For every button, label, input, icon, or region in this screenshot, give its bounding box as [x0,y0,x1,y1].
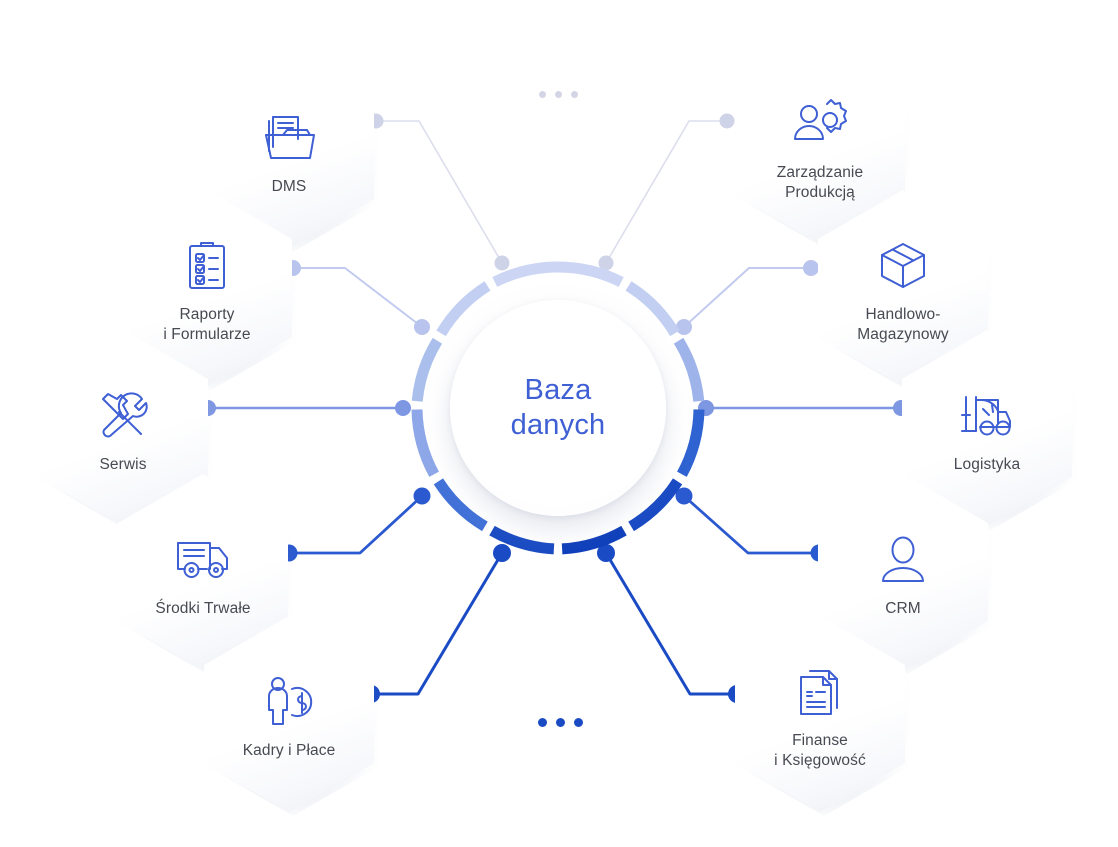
forklift-icon [956,386,1018,446]
center-title: Baza danych [510,373,606,441]
module-tile-kadry[interactable]: Kadry i Płace [204,616,374,812]
wire-endpoint-dot [494,255,510,271]
center-disc: Baza danych [450,300,666,516]
wire-serwis [200,400,411,416]
wire-kadry [362,544,511,703]
wire-endpoint-dot [413,487,431,505]
person-money-icon [258,672,320,732]
module-label: Środki Trwałe [155,599,251,617]
wire-endpoint-dot [676,319,692,335]
wire-finanse [597,544,746,703]
wire-endpoint-dot [803,260,819,276]
wire-endpoint-dot [719,113,735,129]
ellipsis-bottom-icon [538,718,583,727]
module-label: Finanse i Księgowość [774,731,866,769]
documents-icon [789,662,851,722]
module-label: Raporty i Formularze [163,305,251,343]
wire-endpoint-dot [395,400,411,416]
wire-handlowo [676,260,819,335]
wire-produkcja [598,113,735,271]
ellipsis-top-icon [539,91,578,98]
module-label: Handlowo- Magazynowy [857,305,949,343]
module-label: Kadry i Płace [242,741,336,759]
center-ring [411,261,705,555]
wire-endpoint-dot [598,255,614,271]
truck-icon [172,530,234,590]
clipboard-checklist-icon [176,236,238,296]
user-icon [872,530,934,590]
box-3d-icon [872,236,934,296]
module-label: Zarządzanie Produkcją [776,163,864,201]
module-label: DMS [271,177,307,195]
wire-endpoint-dot [597,544,615,562]
wire-dms [368,113,510,271]
wire-endpoint-dot [493,544,511,562]
center-node: Baza danych [408,258,708,558]
module-label: Logistyka [953,455,1021,473]
hammer-wrench-icon [92,386,154,446]
module-tile-finanse[interactable]: Finanse i Księgowość [735,616,905,812]
module-label: Serwis [99,455,147,473]
wire-endpoint-dot [675,487,693,505]
person-gear-icon [789,94,851,154]
wire-logistyka [698,400,909,416]
folder-documents-icon [258,108,320,168]
wire-endpoint-dot [414,319,430,335]
module-label: CRM [885,599,921,617]
